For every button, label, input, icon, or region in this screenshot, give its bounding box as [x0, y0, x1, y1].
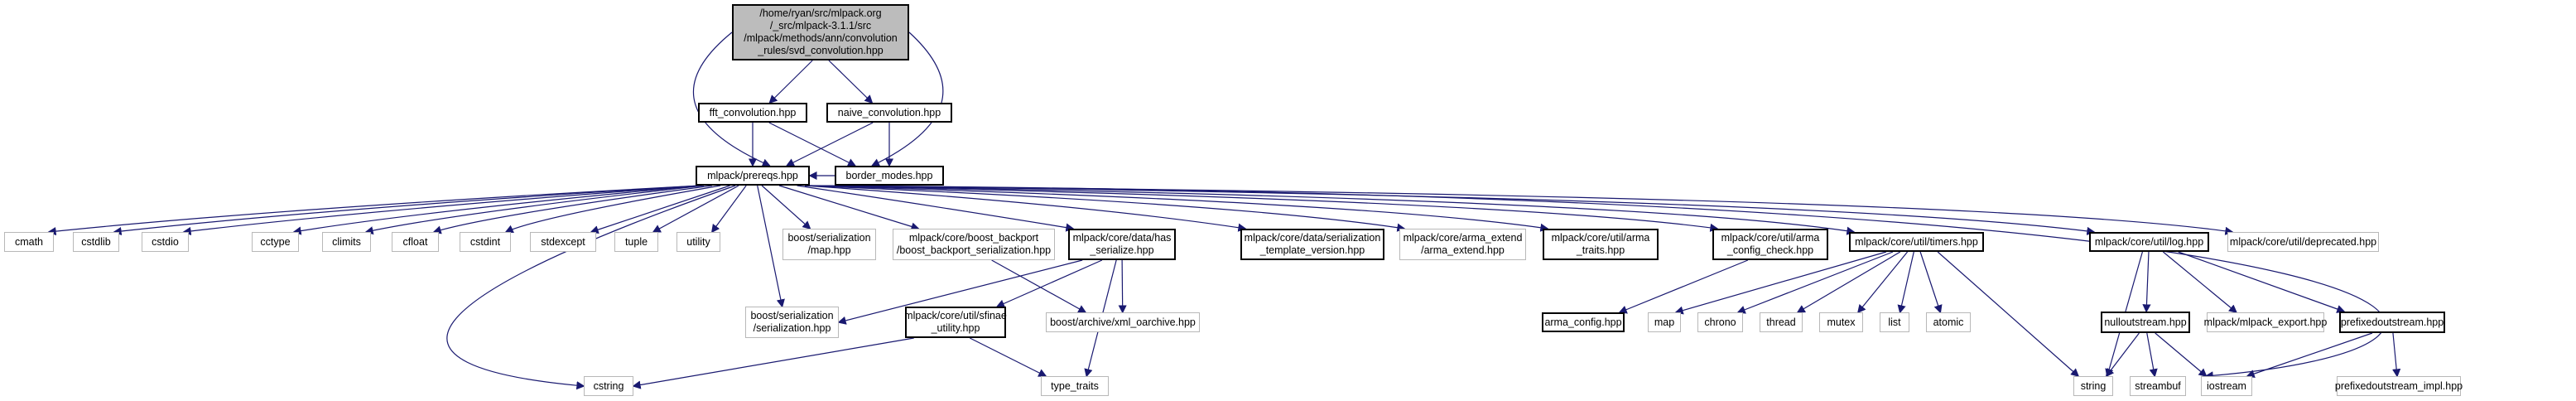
include-edge-timers-to-atomic [1919, 251, 1943, 314]
graph-node-has_serialize[interactable]: mlpack/core/data/has_serialize.hpp [1068, 229, 1176, 260]
graph-node-boost_ser_map[interactable]: boost/serialization/map.hpp [782, 229, 876, 260]
include-edge-timers-to-mutex [1857, 251, 1909, 314]
include-edge-arma_config_check-to-arma_config [1618, 259, 1749, 314]
graph-node-prefixedoutstream[interactable]: prefixedoutstream.hpp [2339, 312, 2445, 333]
include-edge-log-to-mlpack_export [2162, 251, 2238, 313]
graph-node-cstdint[interactable]: cstdint [460, 232, 511, 252]
include-edge-prereqs-to-boost_ser_map [761, 185, 811, 230]
include-edge-prereqs-to-boost_backport [778, 185, 920, 231]
include-edge-log-to-nulloutstream [2142, 251, 2151, 313]
graph-node-border_modes[interactable]: border_modes.hpp [835, 166, 944, 186]
include-edge-timers-to-chrono [1736, 251, 1894, 314]
include-edge-sfinae-to-type_traits [970, 337, 1047, 377]
graph-node-xml_oarchive[interactable]: boost/archive/xml_oarchive.hpp [1046, 312, 1200, 332]
include-edge-prefixedoutstream-to-prefixed_impl [2392, 332, 2401, 378]
graph-node-cfloat[interactable]: cfloat [392, 232, 439, 252]
include-edge-prereqs-to-cstdlib [113, 185, 701, 236]
graph-node-arma_config_check[interactable]: mlpack/core/util/arma_config_check.hpp [1712, 229, 1828, 260]
graph-node-streambuf[interactable]: streambuf [2130, 376, 2186, 396]
include-edge-timers-to-thread [1796, 251, 1901, 313]
include-edge-prereqs-to-arma_extend [804, 185, 1406, 232]
include-edge-prereqs-to-arma_config_check [804, 185, 1719, 232]
include-edge-timers-to-string [1937, 251, 2080, 378]
include-edge-boost_backport-to-xml_oarchive [991, 259, 1087, 313]
graph-node-cctype[interactable]: cctype [252, 232, 299, 252]
graph-node-cstring[interactable]: cstring [584, 376, 633, 396]
include-edge-has_serialize-to-xml_oarchive [1118, 259, 1127, 314]
include-edge-prereqs-to-cstring [446, 185, 736, 390]
include-edge-prereqs-to-cfloat [432, 185, 713, 234]
include-edge-has_serialize-to-sfinae [995, 259, 1103, 308]
include-edge-timers-to-map [1674, 251, 1887, 315]
graph-node-prefixed_impl[interactable]: prefixedoutstream_impl.hpp [2335, 376, 2463, 396]
graph-node-sfinae[interactable]: mlpack/core/util/sfinae_utility.hpp [904, 307, 1007, 338]
graph-node-tuple[interactable]: tuple [614, 232, 658, 252]
include-edge-log-to-prefixedoutstream [2178, 251, 2346, 313]
include-edge-root-to-prereqs [692, 31, 771, 167]
graph-node-iostream[interactable]: iostream [2201, 376, 2252, 396]
graph-node-cmath[interactable]: cmath [4, 232, 54, 252]
graph-node-boost_backport[interactable]: mlpack/core/boost_backport/boost_backpor… [893, 229, 1055, 260]
graph-node-naive[interactable]: naive_convolution.hpp [826, 103, 952, 123]
graph-node-arma_extend[interactable]: mlpack/core/arma_extend/arma_extend.hpp [1399, 229, 1526, 260]
include-edge-root-to-naive [828, 60, 874, 104]
graph-node-arma_config[interactable]: arma_config.hpp [1542, 312, 1625, 332]
include-edge-prereqs-to-serialization_hpp [757, 185, 785, 308]
graph-node-root: /home/ryan/src/mlpack.org/_src/mlpack-3.… [732, 4, 909, 60]
graph-node-chrono[interactable]: chrono [1697, 312, 1743, 332]
include-edge-prereqs-to-stdexcept [590, 185, 730, 234]
graph-node-list[interactable]: list [1880, 312, 1909, 332]
graph-node-map[interactable]: map [1648, 312, 1681, 332]
include-edge-prereqs-to-iostream [804, 185, 2386, 380]
graph-node-mlpack_export[interactable]: mlpack/mlpack_export.hpp [2204, 312, 2327, 332]
graph-node-prereqs[interactable]: mlpack/prereqs.hpp [696, 166, 810, 186]
graph-node-utility[interactable]: utility [677, 232, 720, 252]
include-edge-root-to-fft [768, 60, 813, 104]
graph-node-serialization_hpp[interactable]: boost/serialization/serialization.hpp [745, 307, 839, 338]
graph-node-atomic[interactable]: atomic [1926, 312, 1971, 332]
include-edge-nulloutstream-to-streambuf [2146, 332, 2158, 378]
include-edge-sfinae-to-cstring [632, 337, 914, 389]
include-edge-prefixedoutstream-to-iostream [2246, 332, 2373, 378]
include-edge-nulloutstream-to-iostream [2155, 332, 2208, 377]
graph-node-cstdlib[interactable]: cstdlib [73, 232, 119, 252]
include-edge-prereqs-to-climits [364, 185, 705, 235]
include-edge-has_serialize-to-serialization_hpp [837, 259, 1083, 325]
graph-node-fft[interactable]: fft_convolution.hpp [698, 103, 807, 123]
include-edge-naive-to-prereqs [785, 122, 874, 167]
include-edge-prereqs-to-has_serialize [797, 185, 1075, 232]
graph-node-ser_template_version[interactable]: mlpack/core/data/serialization_template_… [1240, 229, 1384, 260]
include-edge-prereqs-to-utility [710, 185, 747, 234]
graph-node-log[interactable]: mlpack/core/util/log.hpp [2089, 232, 2209, 252]
include-edge-prereqs-to-ser_template_version [804, 185, 1247, 232]
graph-node-nulloutstream[interactable]: nulloutstream.hpp [2101, 312, 2190, 333]
include-edge-prereqs-to-cctype [292, 185, 701, 235]
graph-node-type_traits[interactable]: type_traits [1041, 376, 1109, 396]
include-edge-fft-to-border_modes [768, 122, 857, 167]
graph-node-deprecated[interactable]: mlpack/core/util/deprecated.hpp [2227, 232, 2379, 252]
graph-node-timers[interactable]: mlpack/core/util/timers.hpp [1849, 232, 1984, 252]
graph-node-string[interactable]: string [2073, 376, 2113, 396]
graph-node-climits[interactable]: climits [322, 232, 371, 252]
graph-node-mutex[interactable]: mutex [1819, 312, 1863, 332]
include-edge-prereqs-to-timers [804, 185, 1856, 235]
include-edge-prereqs-to-cstdint [504, 185, 721, 234]
include-edge-timers-to-list [1897, 251, 1914, 314]
include-edge-prereqs-to-cstdio [182, 185, 701, 236]
graph-node-arma_traits[interactable]: mlpack/core/util/arma_traits.hpp [1543, 229, 1659, 260]
include-edge-prereqs-to-tuple [652, 185, 739, 233]
include-edge-prereqs-to-cmath [47, 185, 701, 236]
graph-node-thread[interactable]: thread [1760, 312, 1803, 332]
graph-node-stdexcept[interactable]: stdexcept [530, 232, 596, 252]
include-edge-nulloutstream-to-string [2105, 332, 2140, 378]
include-edge-prereqs-to-arma_traits [804, 185, 1549, 232]
graph-node-cstdio[interactable]: cstdio [142, 232, 189, 252]
include-edge-prereqs-to-log [804, 185, 2096, 235]
